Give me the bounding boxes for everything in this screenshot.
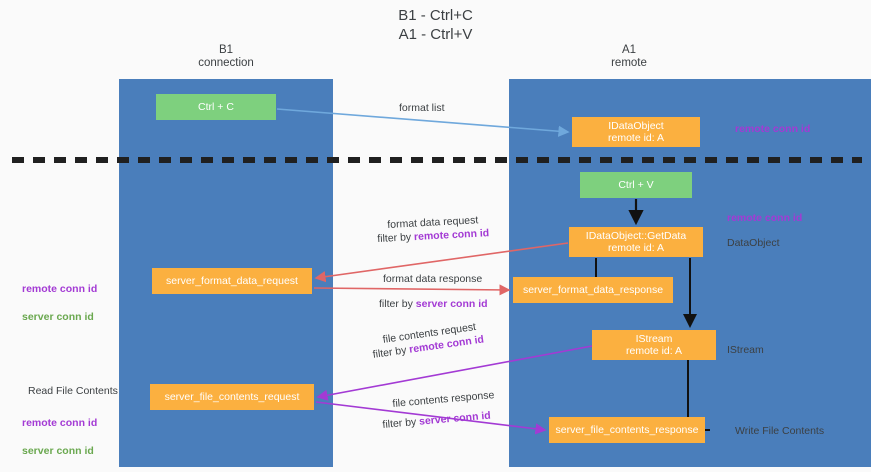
annotation-dataobject: DataObject: [727, 237, 780, 249]
node-server-format-data-response[interactable]: server_format_data_response: [513, 277, 673, 303]
node-istream[interactable]: IStream remote id: A: [592, 330, 716, 360]
filter-key-server-conn-id: server conn id: [415, 298, 488, 310]
annotation-remote-conn-id: remote conn id: [22, 417, 98, 429]
edge-label-format-list: format list: [399, 102, 445, 114]
annotation-server-conn-id: server conn id: [22, 445, 94, 457]
node-ctrl-v[interactable]: Ctrl + V: [580, 172, 692, 198]
annotation-left-ids-low: remote conn id server conn id: [22, 402, 97, 472]
node-server-file-contents-request[interactable]: server_file_contents_request: [150, 384, 314, 410]
lane-header-a1: A1 remote: [611, 44, 647, 69]
node-ctrl-c[interactable]: Ctrl + C: [156, 94, 276, 120]
filter-prefix: filter by: [379, 298, 416, 310]
node-server-file-contents-response[interactable]: server_file_contents_response: [549, 417, 705, 443]
annotation-read-file-contents: Read File Contents: [28, 385, 118, 397]
edge-label-format-data-response-filter: filter by server conn id: [379, 298, 488, 311]
edge-format-list: [276, 108, 570, 137]
annotation-remote-conn-id-top: remote conn id: [735, 123, 811, 135]
lane-header-b1: B1 connection: [198, 44, 254, 69]
node-server-format-data-request[interactable]: server_format_data_request: [152, 268, 312, 294]
filter-prefix: filter by: [382, 415, 420, 431]
edge-format-data-response: [313, 284, 511, 296]
annotation-server-conn-id: server conn id: [22, 311, 94, 323]
filter-key-remote-conn-id: remote conn id: [413, 227, 490, 244]
edge-file-contents-request: [316, 345, 593, 401]
page-title: B1 - Ctrl+C A1 - Ctrl+V: [398, 7, 473, 43]
annotation-remote-conn-id-mid: remote conn id: [727, 212, 803, 224]
edge-format-data-request: [314, 242, 569, 283]
node-idataobject-getdata[interactable]: IDataObject::GetData remote id: A: [569, 227, 703, 257]
edge-label-format-data-response: format data response: [383, 273, 483, 285]
filter-prefix: filter by: [377, 231, 415, 245]
node-idataobject[interactable]: IDataObject remote id: A: [572, 117, 700, 147]
annotation-write-file-contents: Write File Contents: [735, 425, 825, 437]
annotation-istream: IStream: [727, 344, 764, 356]
annotation-left-ids-mid: remote conn id server conn id: [22, 268, 97, 338]
annotation-remote-conn-id: remote conn id: [22, 283, 98, 295]
edge-file-contents-response: [315, 401, 547, 435]
